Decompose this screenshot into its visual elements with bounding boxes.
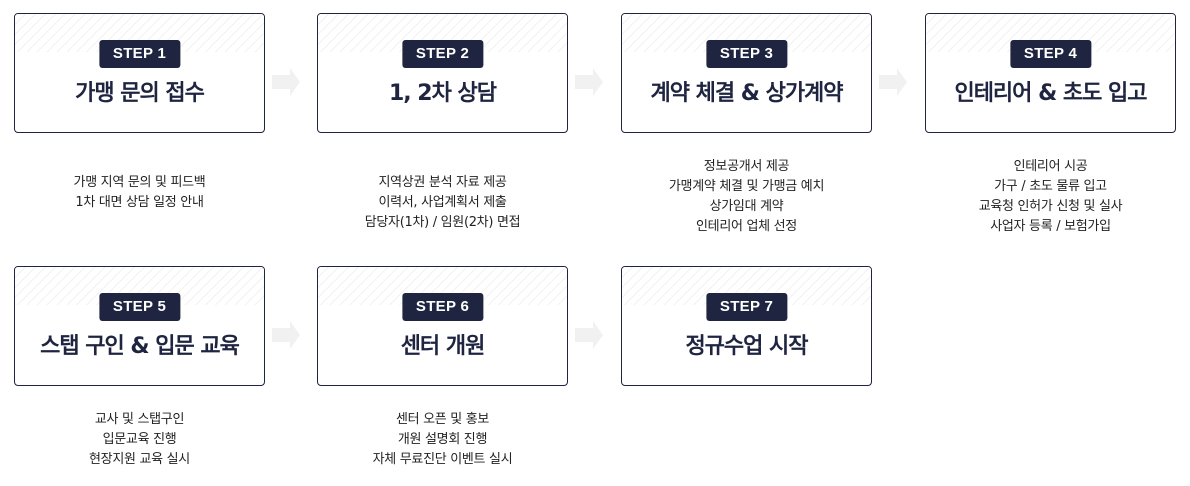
step-badge: STEP 7 (705, 293, 788, 321)
step-1: STEP 1 가맹 문의 접수 가맹 지역 문의 및 피드백 1차 대면 상담 … (14, 13, 265, 213)
arrow-right-icon (593, 68, 603, 96)
step-card: STEP 2 1, 2차 상담 (317, 13, 568, 133)
step-card: STEP 7 정규수업 시작 (621, 266, 872, 386)
step-5: STEP 5 스탭 구인 & 입문 교육 교사 및 스탭구인 입문교육 진행 현… (14, 266, 265, 470)
desc-line: 가맹계약 체결 및 가맹금 예치 (668, 179, 825, 194)
arrow-right-icon (272, 328, 290, 342)
step-badge: STEP 5 (98, 293, 181, 321)
step-description: 지역상권 분석 자료 제공 이력서, 사업계획서 제출 담당자(1차) / 임원… (317, 173, 568, 233)
step-description: 센터 오픈 및 홍보 개원 설명회 진행 자체 무료진단 이벤트 실시 (317, 410, 568, 470)
arrow-right-icon (290, 321, 300, 349)
desc-line: 가구 / 초도 물류 입고 (994, 179, 1107, 194)
desc-line: 이력서, 사업계획서 제출 (378, 195, 507, 210)
step-title: 정규수업 시작 (677, 331, 816, 363)
desc-line: 자체 무료진단 이벤트 실시 (372, 452, 513, 467)
desc-line: 입문교육 진행 (102, 432, 177, 447)
desc-line: 센터 오픈 및 홍보 (395, 412, 490, 427)
desc-line: 현장지원 교육 실시 (89, 452, 190, 467)
step-title: 1, 2차 상담 (380, 78, 505, 110)
step-6: STEP 6 센터 개원 센터 오픈 및 홍보 개원 설명회 진행 자체 무료진… (317, 266, 568, 470)
step-7: STEP 7 정규수업 시작 (621, 266, 872, 386)
step-card: STEP 4 인테리어 & 초도 입고 (925, 13, 1176, 133)
step-description: 가맹 지역 문의 및 피드백 1차 대면 상담 일정 안내 (14, 173, 265, 213)
step-card: STEP 1 가맹 문의 접수 (14, 13, 265, 133)
desc-line: 가맹 지역 문의 및 피드백 (73, 175, 206, 190)
step-badge: STEP 6 (401, 293, 484, 321)
arrow-right-icon (290, 68, 300, 96)
desc-line: 교사 및 스탭구인 (94, 412, 185, 427)
desc-line: 상가임대 계약 (709, 199, 784, 214)
arrow-right-icon (897, 68, 907, 96)
arrow-right-icon (575, 75, 593, 89)
arrow-right-icon (879, 75, 897, 89)
step-card: STEP 6 센터 개원 (317, 266, 568, 386)
arrow-right-icon (575, 328, 593, 342)
step-description: 인테리어 시공 가구 / 초도 물류 입고 교육청 인허가 신청 및 실사 사업… (925, 157, 1176, 237)
step-badge: STEP 1 (98, 40, 181, 68)
desc-line: 정보공개서 제공 (703, 159, 790, 174)
desc-line: 인테리어 업체 선정 (696, 219, 797, 234)
step-title: 스탭 구인 & 입문 교육 (32, 331, 247, 363)
step-badge: STEP 2 (401, 40, 484, 68)
desc-line: 담당자(1차) / 임원(2차) 면접 (364, 215, 521, 230)
step-4: STEP 4 인테리어 & 초도 입고 인테리어 시공 가구 / 초도 물류 입… (925, 13, 1176, 237)
step-title: 센터 개원 (392, 331, 493, 363)
step-badge: STEP 3 (705, 40, 788, 68)
arrow-right-icon (272, 75, 290, 89)
desc-line: 개원 설명회 진행 (397, 432, 488, 447)
desc-line: 인테리어 시공 (1013, 159, 1088, 174)
step-badge: STEP 4 (1009, 40, 1092, 68)
desc-line: 교육청 인허가 신청 및 실사 (978, 199, 1123, 214)
arrow-right-icon (593, 321, 603, 349)
step-card: STEP 5 스탭 구인 & 입문 교육 (14, 266, 265, 386)
step-title: 가맹 문의 접수 (67, 78, 212, 110)
step-description: 교사 및 스탭구인 입문교육 진행 현장지원 교육 실시 (14, 410, 265, 470)
desc-line: 지역상권 분석 자료 제공 (378, 175, 507, 190)
step-description: 정보공개서 제공 가맹계약 체결 및 가맹금 예치 상가임대 계약 인테리어 업… (621, 157, 872, 237)
step-title: 계약 체결 & 상가계약 (642, 78, 851, 110)
step-3: STEP 3 계약 체결 & 상가계약 정보공개서 제공 가맹계약 체결 및 가… (621, 13, 872, 237)
desc-line: 1차 대면 상담 일정 안내 (75, 195, 204, 210)
step-2: STEP 2 1, 2차 상담 지역상권 분석 자료 제공 이력서, 사업계획서… (317, 13, 568, 233)
step-title: 인테리어 & 초도 입고 (946, 78, 1155, 110)
desc-line: 사업자 등록 / 보험가입 (990, 219, 1111, 234)
step-card: STEP 3 계약 체결 & 상가계약 (621, 13, 872, 133)
